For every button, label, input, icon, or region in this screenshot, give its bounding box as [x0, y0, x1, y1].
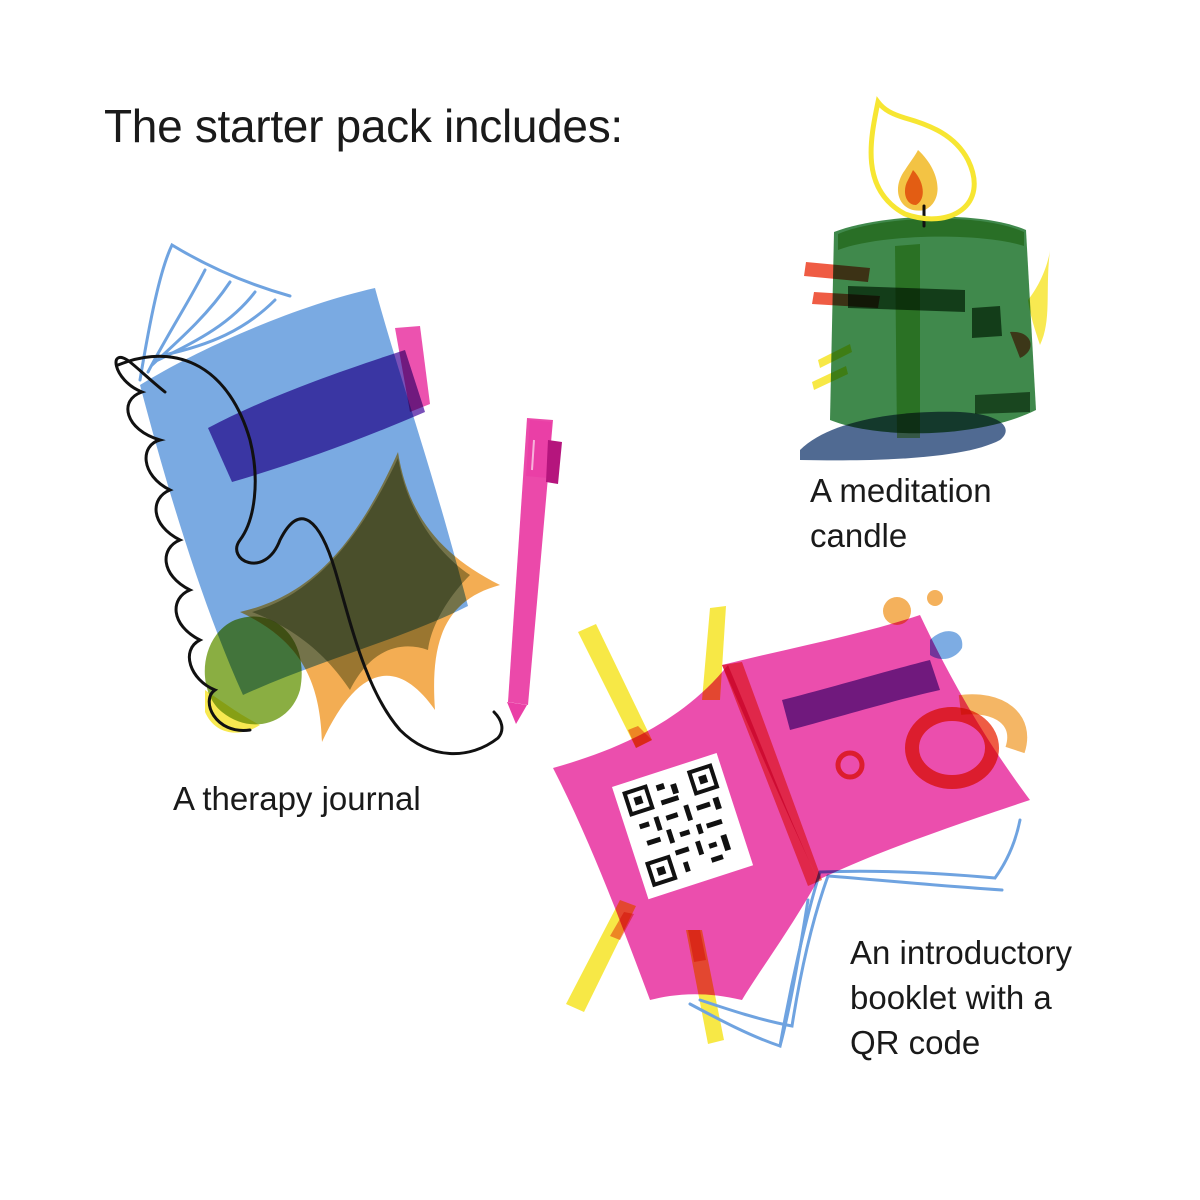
journal-spiral-binding	[114, 355, 252, 732]
booklet-pages	[688, 818, 1022, 1048]
journal-caption: A therapy journal	[173, 776, 421, 821]
candle-caption-line: A meditation	[810, 472, 992, 509]
booklet-caption-line: QR code	[850, 1024, 981, 1061]
booklet-qr-icon	[553, 590, 1030, 1048]
journal-circle-sticker	[204, 616, 302, 725]
booklet-caption-line: An introductory	[850, 934, 1072, 971]
candle-flame	[868, 96, 977, 222]
pen-icon	[507, 418, 562, 724]
candle-caption: A meditation candle	[810, 468, 992, 558]
journal-cord	[116, 354, 504, 756]
journal-with-pen-icon	[114, 242, 562, 756]
booklet-ring	[905, 707, 999, 789]
qr-code	[612, 753, 754, 900]
booklet-title-band	[782, 660, 940, 730]
journal-bookmark	[395, 326, 430, 412]
candle-caption-line: candle	[810, 517, 908, 554]
booklet-right-page	[722, 615, 1030, 880]
booklet-caption-line: booklet with a	[850, 979, 1052, 1016]
candle-body	[830, 216, 1036, 434]
candle-icon	[800, 96, 1050, 461]
journal-title-band	[208, 350, 425, 482]
booklet-caption: An introductory booklet with a QR code	[850, 930, 1072, 1065]
page-heading: The starter pack includes:	[104, 100, 623, 152]
journal-caption-line: A therapy journal	[173, 780, 421, 817]
